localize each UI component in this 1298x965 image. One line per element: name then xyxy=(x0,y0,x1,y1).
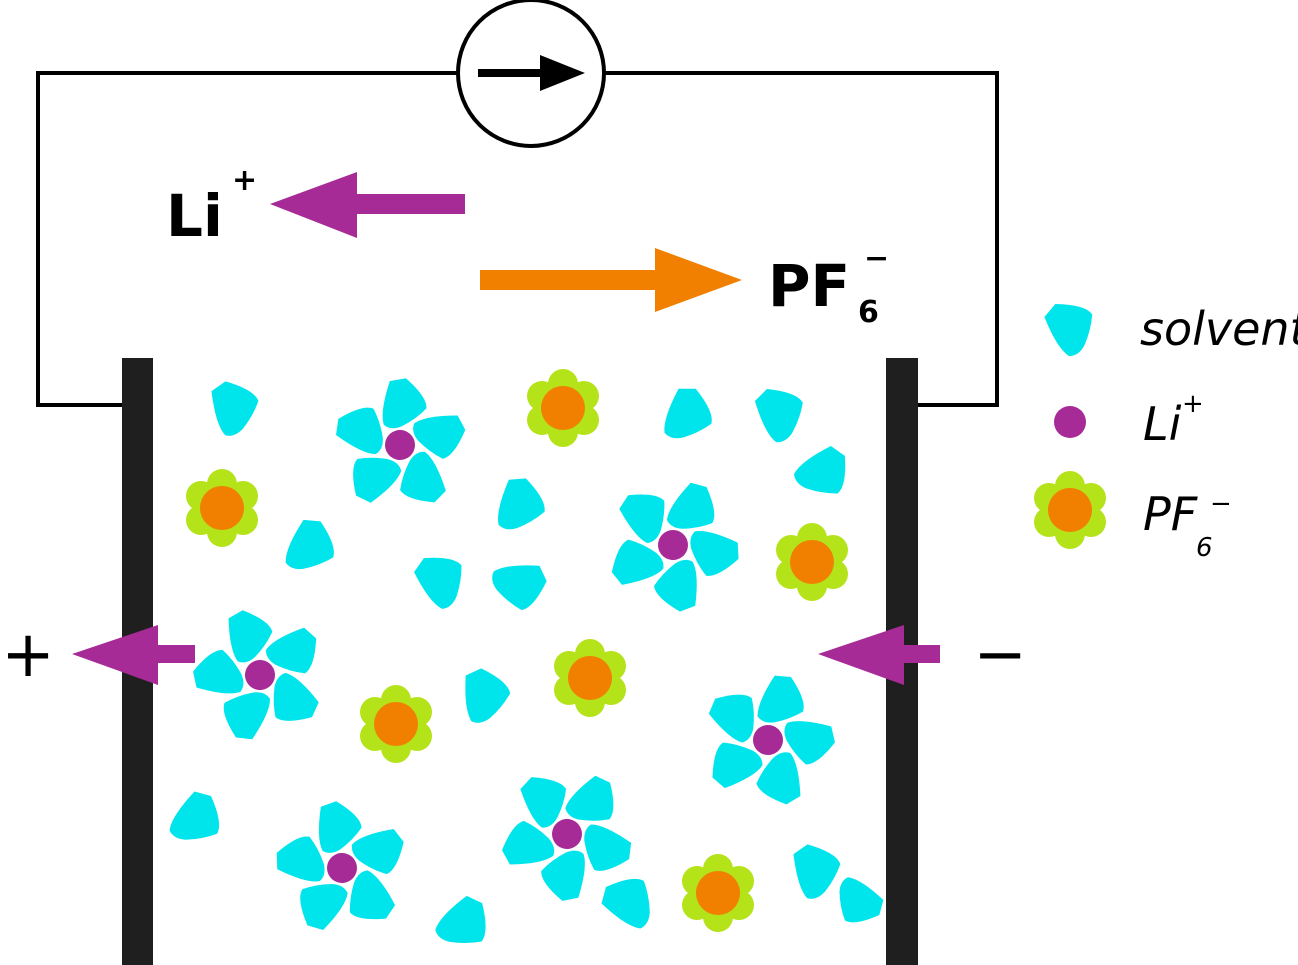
li-arrow-left-electrode xyxy=(72,625,195,685)
legend-pf6-icon xyxy=(1034,471,1106,549)
pf6-anion-1 xyxy=(527,369,599,447)
li-ion-charge: + xyxy=(232,163,257,198)
legend-solvent-label: solvent xyxy=(1140,302,1298,356)
solvated-li-3 xyxy=(175,592,346,759)
legend-pf6-charge: − xyxy=(1210,489,1232,519)
legend-li-charge: + xyxy=(1182,389,1204,419)
legend-li-icon xyxy=(1054,406,1086,438)
li-ion-label: Li xyxy=(166,182,223,250)
legend-pf6-subscript: 6 xyxy=(1196,533,1213,563)
pf6-anion-3 xyxy=(776,523,848,601)
solvated-li-1 xyxy=(324,372,476,519)
solvated-li-4 xyxy=(679,653,857,828)
legend: solvent Li + PF 6 − xyxy=(1034,290,1298,563)
legend-li-label: Li xyxy=(1143,397,1182,451)
solvated-li-clusters xyxy=(175,372,857,941)
pf6-anion-5 xyxy=(360,685,432,763)
positive-sign: + xyxy=(1,618,55,692)
pf6-ion-label: PF xyxy=(768,252,850,320)
solvated-li-5 xyxy=(267,795,419,942)
current-source-icon xyxy=(456,0,606,148)
pf6-anion-6 xyxy=(682,854,754,932)
pf6-anion-2 xyxy=(186,469,258,547)
pf6-anion-4 xyxy=(554,639,626,717)
pf6-migration-arrow xyxy=(480,248,742,312)
circuit-wire xyxy=(36,71,458,407)
legend-pf6-label: PF xyxy=(1143,487,1198,541)
circuit-wire-right xyxy=(604,71,999,407)
li-migration-arrow xyxy=(270,172,465,238)
negative-sign: − xyxy=(973,618,1027,692)
pf6-ion-charge: − xyxy=(864,241,889,276)
solvated-li-2 xyxy=(579,452,768,639)
legend-solvent-icon xyxy=(1038,290,1106,360)
electrolyte-particles xyxy=(166,369,889,960)
free-solvent xyxy=(166,373,889,960)
li-arrow-right-electrode xyxy=(818,625,940,685)
pf6-ion-subscript: 6 xyxy=(858,295,879,330)
